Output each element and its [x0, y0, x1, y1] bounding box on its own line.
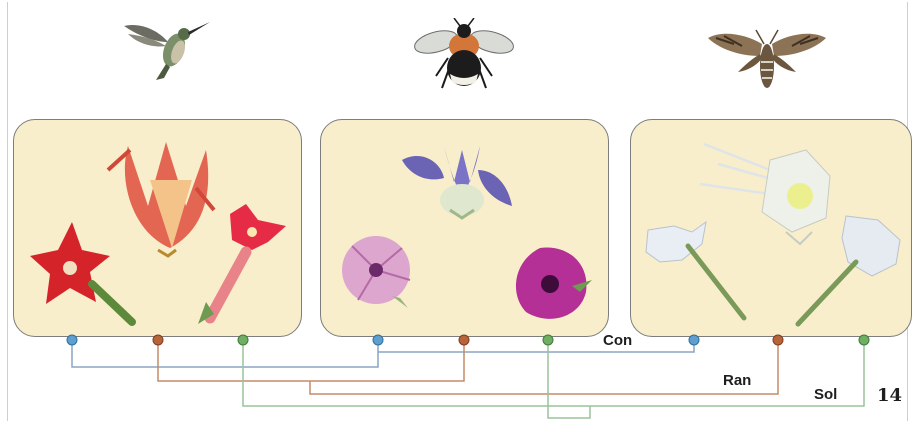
sol-node [238, 335, 248, 345]
con-node [689, 335, 699, 345]
pink-morning-glory-flower [342, 236, 410, 308]
con-label: Con [603, 332, 632, 349]
page-number: 14 [877, 385, 902, 406]
purple-columbine-flower [402, 146, 512, 218]
pale-trumpet-flower-left [646, 222, 744, 318]
con-node [67, 335, 77, 345]
red-star-flower [30, 222, 132, 322]
sol-node [859, 335, 869, 345]
sol-label: Sol [814, 386, 837, 403]
ran-label: Ran [723, 372, 751, 389]
con-node [373, 335, 383, 345]
magenta-petunia-flower [516, 247, 592, 318]
ran-node [773, 335, 783, 345]
pale-columbine-flower [700, 144, 830, 244]
sol-node [543, 335, 553, 345]
pale-trumpet-flower-right [798, 216, 900, 324]
ran-node [459, 335, 469, 345]
red-columbine-flower [108, 142, 214, 256]
red-trumpet-flower [198, 204, 286, 324]
ran-node [153, 335, 163, 345]
